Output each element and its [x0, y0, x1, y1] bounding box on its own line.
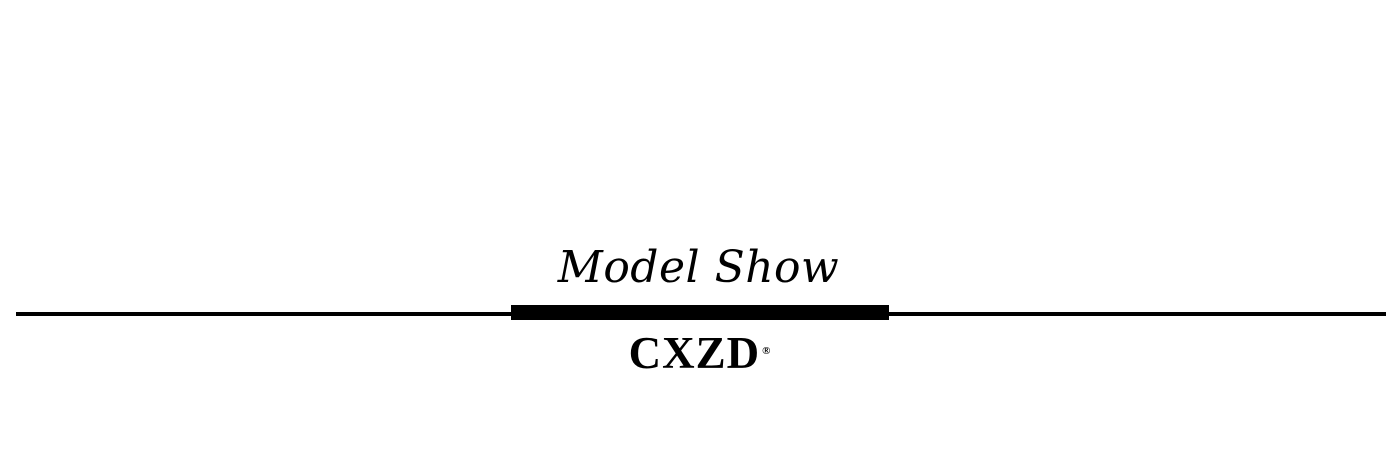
brand-name: CXZD	[628, 328, 761, 378]
divider-accent-bar	[511, 305, 889, 320]
brand-logo: CXZD®	[0, 326, 1400, 380]
section-title: Model Show	[557, 242, 840, 293]
registered-mark: ®	[762, 345, 772, 357]
